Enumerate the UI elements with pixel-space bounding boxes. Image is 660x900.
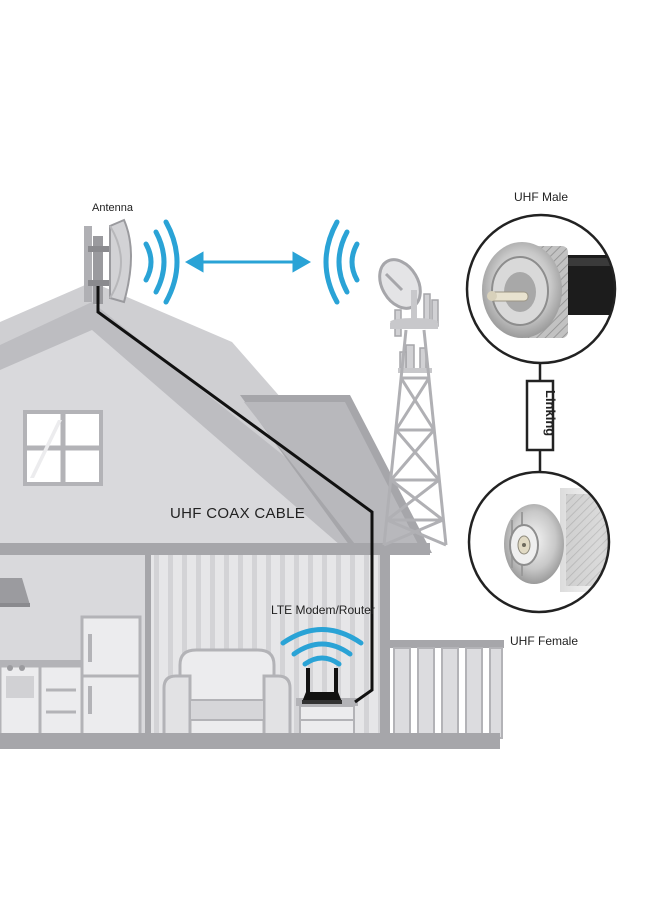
attic-window [23, 410, 103, 486]
coax-cable [96, 286, 374, 704]
armchair [162, 648, 292, 737]
upper-wall [0, 330, 340, 545]
antenna-signal-waves [143, 219, 180, 305]
cell-tower-icon [378, 258, 448, 547]
router-label: LTE Modem/Router [271, 603, 375, 617]
floor-band [0, 543, 430, 555]
router-wifi-waves [280, 627, 364, 667]
porch-fence [380, 555, 504, 739]
double-arrow [184, 251, 312, 273]
female-label: UHF Female [510, 634, 578, 648]
linking-label: Linking [543, 390, 558, 436]
antenna-label: Antenna [92, 202, 134, 214]
linking-bracket [525, 364, 555, 471]
ground [0, 733, 500, 749]
male-label: UHF Male [514, 190, 568, 204]
wifi-router-icon [280, 627, 364, 704]
panel-antenna-icon [84, 218, 132, 304]
tower-signal-waves [323, 219, 360, 305]
uhf-male-connector-icon [465, 213, 617, 365]
cable-label: UHF COAX CABLE [170, 505, 305, 522]
uhf-female-connector-icon [467, 470, 611, 614]
